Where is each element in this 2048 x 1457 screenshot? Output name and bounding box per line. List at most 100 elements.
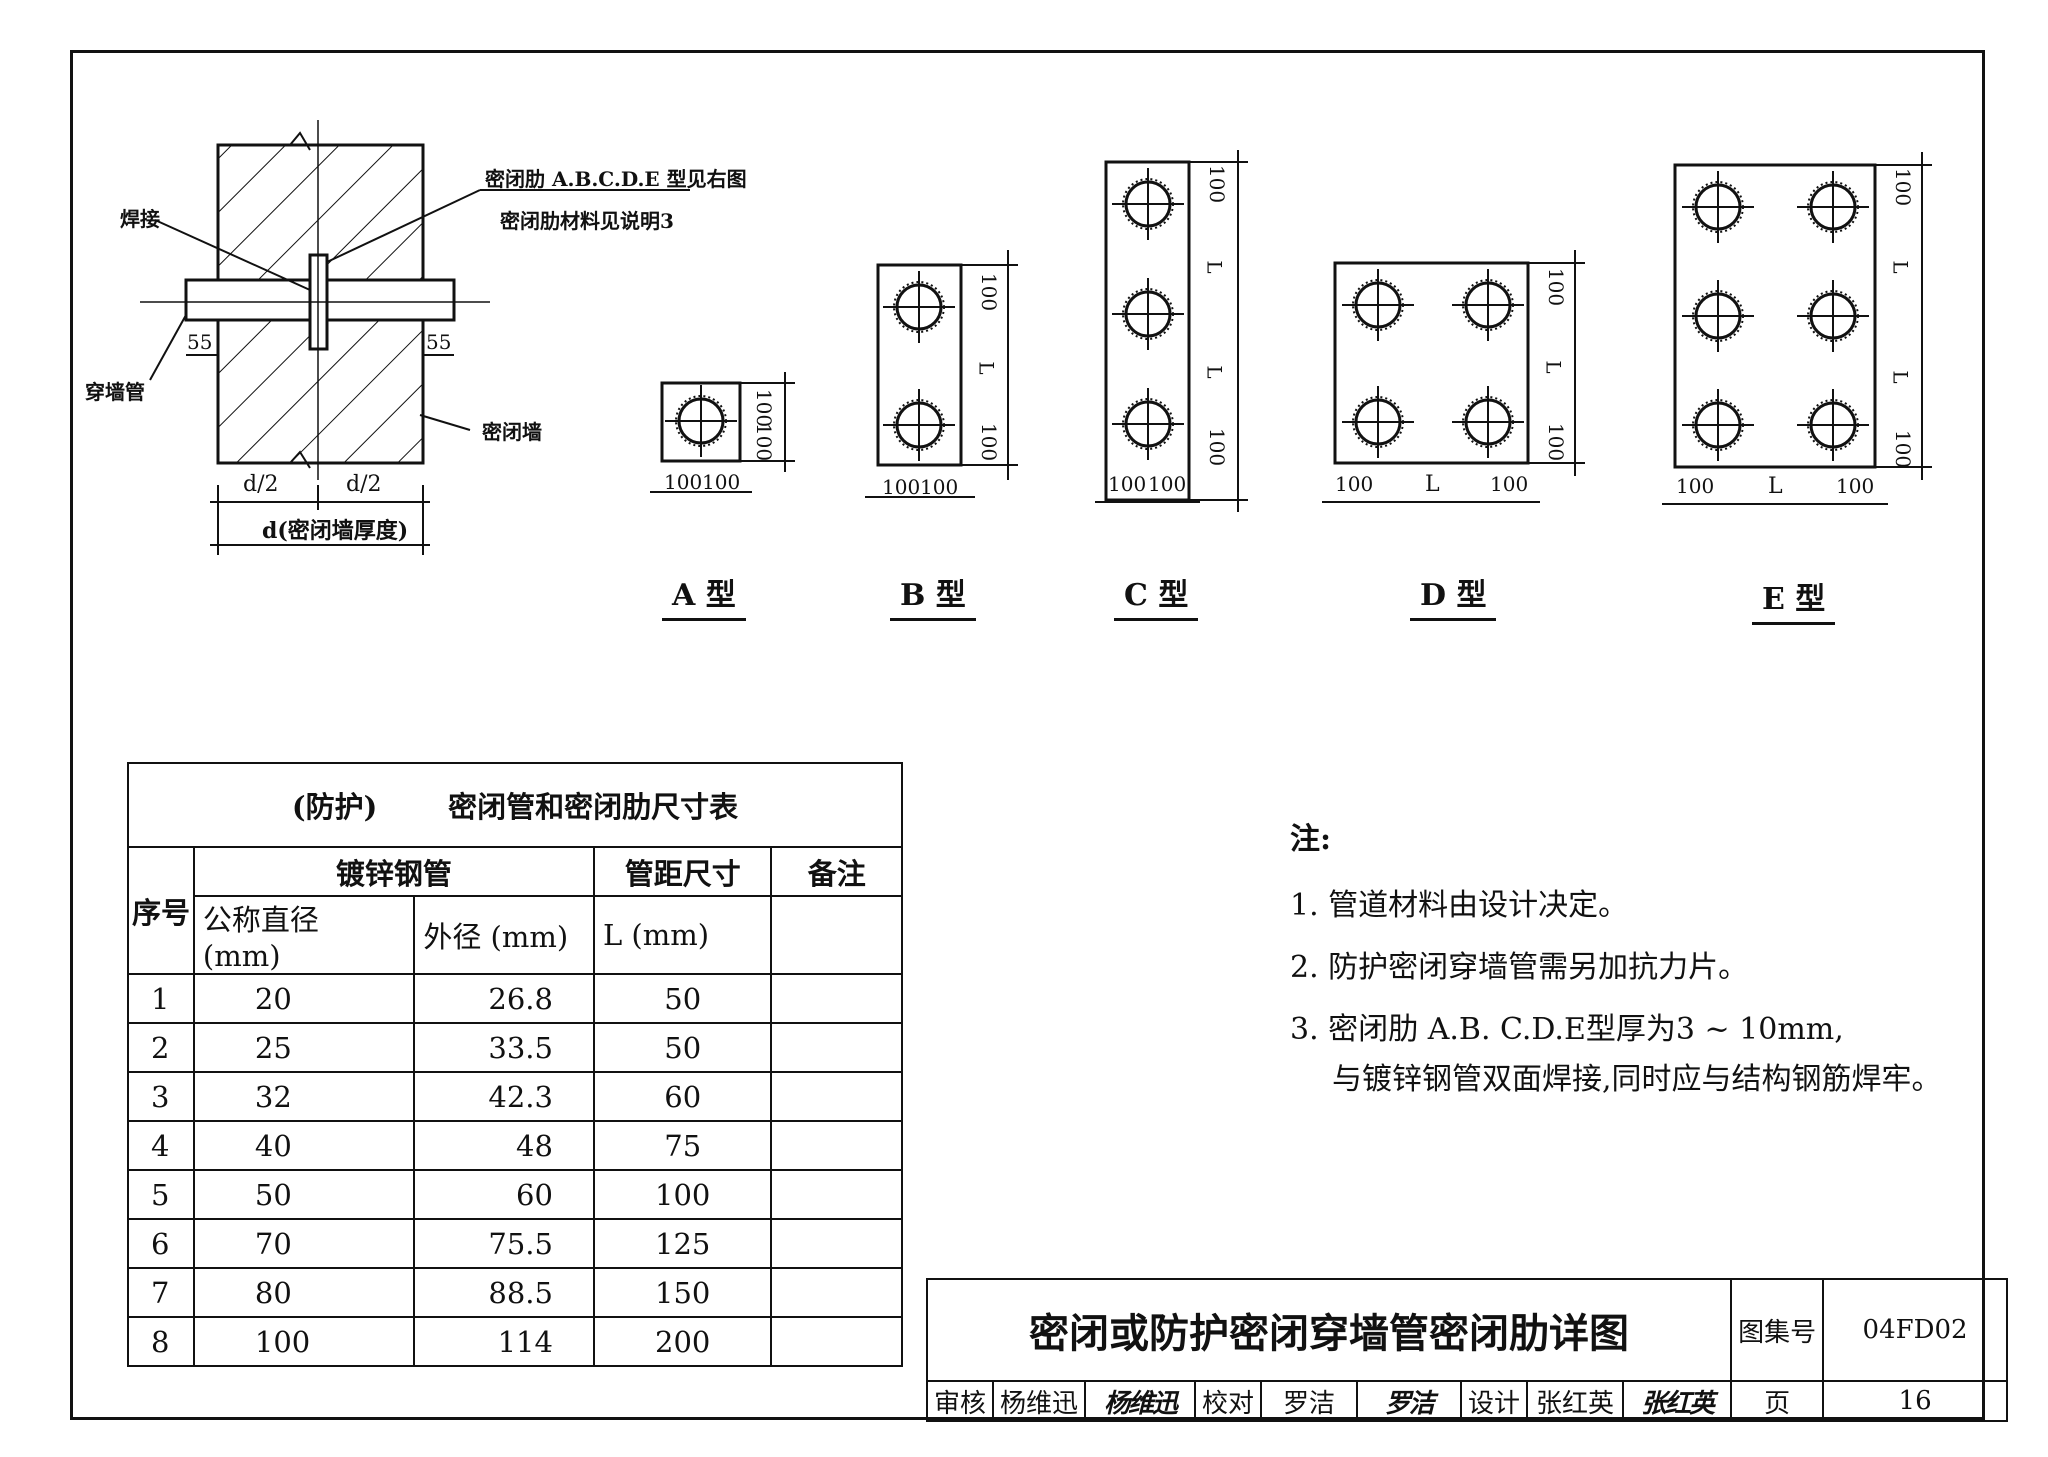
dim-e-100-v2: 100 [1891, 429, 1916, 469]
cell-seq: 8 [127, 1316, 195, 1367]
note-item-continuation: 与镀锌钢管双面焊接,同时应与结构钢筋焊牢。 [1332, 1062, 1942, 1097]
cell-l: 50 [592, 973, 773, 1024]
cell-seq: 5 [127, 1169, 195, 1220]
header-dn: 公称直径 (mm) [192, 895, 416, 975]
rib-type-d [1322, 250, 1585, 503]
cell-od: 88.5 [413, 1267, 595, 1318]
reviewer-signature: 杨维迅 [1084, 1380, 1197, 1422]
page-number: 16 [1822, 1380, 2009, 1422]
check-label: 校对 [1194, 1380, 1263, 1422]
dim-c-100-v2: 100 [1205, 427, 1230, 467]
rib-type-e [1662, 152, 1932, 505]
checker-signature: 罗洁 [1356, 1380, 1463, 1422]
header-seq: 序号 [127, 846, 195, 975]
cell-remark [770, 1120, 903, 1171]
cell-seq: 4 [127, 1120, 195, 1171]
dim-c-100-v1: 100 [1205, 164, 1230, 204]
cell-remark [770, 1267, 903, 1318]
dim-d-100-v2: 100 [1544, 422, 1569, 462]
cell-dn: 20 [192, 973, 416, 1024]
dim-e-L1: L [1888, 260, 1913, 274]
cell-dn: 40 [192, 1120, 416, 1171]
cell-od: 48 [413, 1120, 595, 1171]
reviewer-name: 杨维迅 [992, 1380, 1087, 1422]
table-title-prefix: (防护) [291, 790, 378, 824]
dim-d-L: L [1425, 472, 1440, 497]
pipe-label: 穿墙管 [85, 380, 145, 404]
dim-d-100-1: 100 [1335, 472, 1374, 496]
dim-half-right: d/2 [346, 472, 382, 497]
cell-remark [770, 1071, 903, 1122]
header-l: L (mm) [592, 895, 773, 975]
note-item: 3. 密闭肋 A.B. C.D.E型厚为3 ~ 10mm, [1290, 1012, 1844, 1047]
cell-l: 100 [592, 1169, 773, 1220]
dim-c-100-2: 100 [1148, 472, 1187, 496]
notes-title: 注: [1290, 822, 1332, 857]
dim-b-100-v1: 100 [977, 272, 1002, 312]
cell-seq: 6 [127, 1218, 195, 1269]
dim-b-L: L [974, 361, 999, 375]
cell-remark [770, 1218, 903, 1269]
checker-name: 罗洁 [1260, 1380, 1359, 1422]
designer-signature: 张红英 [1622, 1380, 1733, 1422]
dim-55-right: 55 [426, 330, 452, 354]
cell-od: 33.5 [413, 1022, 595, 1073]
dim-55-left: 55 [187, 330, 213, 354]
table-title-text: 密闭管和密闭肋尺寸表 [448, 790, 739, 824]
cell-dn: 32 [192, 1071, 416, 1122]
cell-dn: 80 [192, 1267, 416, 1318]
dim-e-L: L [1768, 474, 1783, 499]
cell-l: 60 [592, 1071, 773, 1122]
dim-a-100-v1: 100 [752, 388, 777, 428]
dim-e-100-1: 100 [1676, 474, 1715, 498]
atlas-label: 图集号 [1730, 1278, 1825, 1382]
cell-dn: 50 [192, 1169, 416, 1220]
cell-dn: 25 [192, 1022, 416, 1073]
cell-l: 200 [592, 1316, 773, 1367]
header-spacing: 管距尺寸 [592, 846, 773, 897]
review-label: 审核 [925, 1380, 995, 1422]
dim-d-100-2: 100 [1490, 472, 1529, 496]
rib-type-label: 密闭肋 A.B.C.D.E 型见右图 [485, 167, 747, 191]
note-item: 2. 防护密闭穿墙管需另加抗力片。 [1290, 950, 1749, 985]
cell-od: 26.8 [413, 973, 595, 1024]
type-label-d: D 型 [1410, 570, 1497, 621]
dim-half-left: d/2 [243, 472, 279, 497]
cell-l: 150 [592, 1267, 773, 1318]
design-label: 设计 [1460, 1380, 1529, 1422]
dim-c-100-1: 100 [1108, 472, 1147, 496]
type-label-c: C 型 [1114, 570, 1199, 621]
cell-remark [770, 1169, 903, 1220]
cell-seq: 2 [127, 1022, 195, 1073]
dim-thickness: d(密闭墙厚度) [262, 518, 409, 544]
dim-e-L2: L [1888, 370, 1913, 384]
drawing-title: 密闭或防护密闭穿墙管密闭肋详图 [925, 1278, 1733, 1382]
dim-d-L-v: L [1541, 360, 1566, 374]
header-od: 外径 (mm) [413, 895, 595, 975]
atlas-number: 04FD02 [1822, 1278, 2009, 1382]
dim-c-L1: L [1202, 260, 1227, 274]
dim-b-100-1: 100 [882, 475, 921, 499]
notes: 注: 1. 管道材料由设计决定。 2. 防护密闭穿墙管需另加抗力片。 3. 密闭… [1290, 820, 1942, 1100]
title-block: 密闭或防护密闭穿墙管密闭肋详图 图集号 04FD02 审核 杨维迅 杨维迅 校对… [925, 1278, 2009, 1422]
header-group: 镀锌钢管 [192, 846, 595, 897]
cell-remark [770, 1316, 903, 1367]
rib-type-c [1095, 150, 1248, 512]
wall-section [140, 120, 690, 555]
cell-seq: 1 [127, 973, 195, 1024]
cell-dn: 70 [192, 1218, 416, 1269]
dim-a-100-v2: 100 [752, 422, 777, 462]
cell-seq: 3 [127, 1071, 195, 1122]
cell-remark [770, 973, 903, 1024]
dim-e-100-v1: 100 [1891, 167, 1916, 207]
page-label: 页 [1730, 1380, 1825, 1422]
rib-material-label: 密闭肋材料见说明3 [500, 209, 674, 233]
header-remark: 备注 [770, 846, 903, 897]
dim-a-100-2: 100 [702, 470, 741, 494]
